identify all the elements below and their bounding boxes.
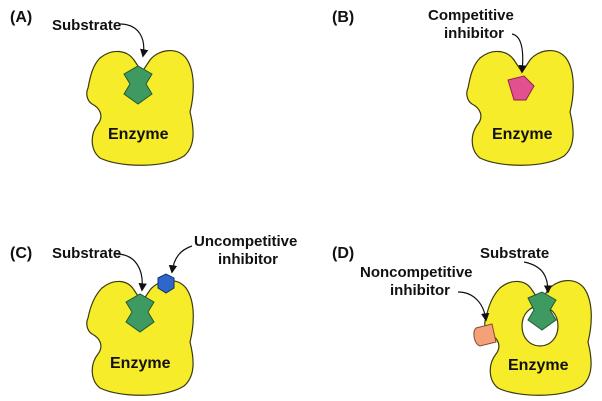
panel-c: (C) Substrate Uncompetitive inhibitor En… bbox=[10, 233, 297, 396]
uncompetitive-inhibitor-label-line1: Uncompetitive bbox=[194, 233, 297, 250]
enzyme-b bbox=[466, 50, 574, 166]
substrate-label-d: Substrate bbox=[480, 245, 549, 262]
panel-d: (D) Substrate Noncompetitive inhibitor E… bbox=[332, 245, 592, 396]
competitive-inhibitor-label-line1: Competitive bbox=[428, 7, 514, 24]
panel-b: (B) Competitive inhibitor Enzyme bbox=[332, 7, 574, 166]
panel-d-label: (D) bbox=[332, 245, 354, 262]
uncompetitive-inhibitor-c bbox=[157, 273, 175, 294]
substrate-arrow-c bbox=[115, 253, 147, 292]
uncompetitive-inhibitor-arrow bbox=[168, 245, 193, 274]
noncompetitive-inhibitor-label-line2: inhibitor bbox=[390, 282, 450, 299]
substrate-arrow-d bbox=[523, 261, 553, 294]
panel-c-label: (C) bbox=[10, 245, 32, 262]
substrate-d bbox=[527, 291, 557, 331]
enzyme-label-d: Enzyme bbox=[508, 357, 569, 374]
noncompetitive-inhibitor-label-line1: Noncompetitive bbox=[360, 264, 473, 281]
competitive-inhibitor-label-line2: inhibitor bbox=[444, 25, 504, 42]
enzyme-label-c: Enzyme bbox=[110, 355, 171, 372]
substrate-c bbox=[125, 293, 155, 333]
substrate-label-a: Substrate bbox=[52, 17, 121, 34]
enzyme-label-b: Enzyme bbox=[492, 126, 553, 143]
panel-a-label: (A) bbox=[10, 9, 32, 26]
uncompetitive-inhibitor-label-line2: inhibitor bbox=[218, 251, 278, 268]
noncompetitive-inhibitor-arrow bbox=[457, 291, 490, 322]
enzyme-label-a: Enzyme bbox=[108, 126, 169, 143]
panel-b-label: (B) bbox=[332, 9, 354, 26]
competitive-inhibitor-arrow bbox=[511, 33, 527, 74]
substrate-arrow-a bbox=[119, 23, 149, 58]
panel-a: (A) Substrate Enzyme bbox=[10, 9, 194, 166]
substrate-label-c: Substrate bbox=[52, 245, 121, 262]
noncompetitive-inhibitor-d bbox=[473, 323, 497, 347]
substrate-a bbox=[123, 65, 153, 105]
enzyme-a bbox=[86, 50, 194, 166]
competitive-inhibitor-b bbox=[507, 75, 535, 101]
